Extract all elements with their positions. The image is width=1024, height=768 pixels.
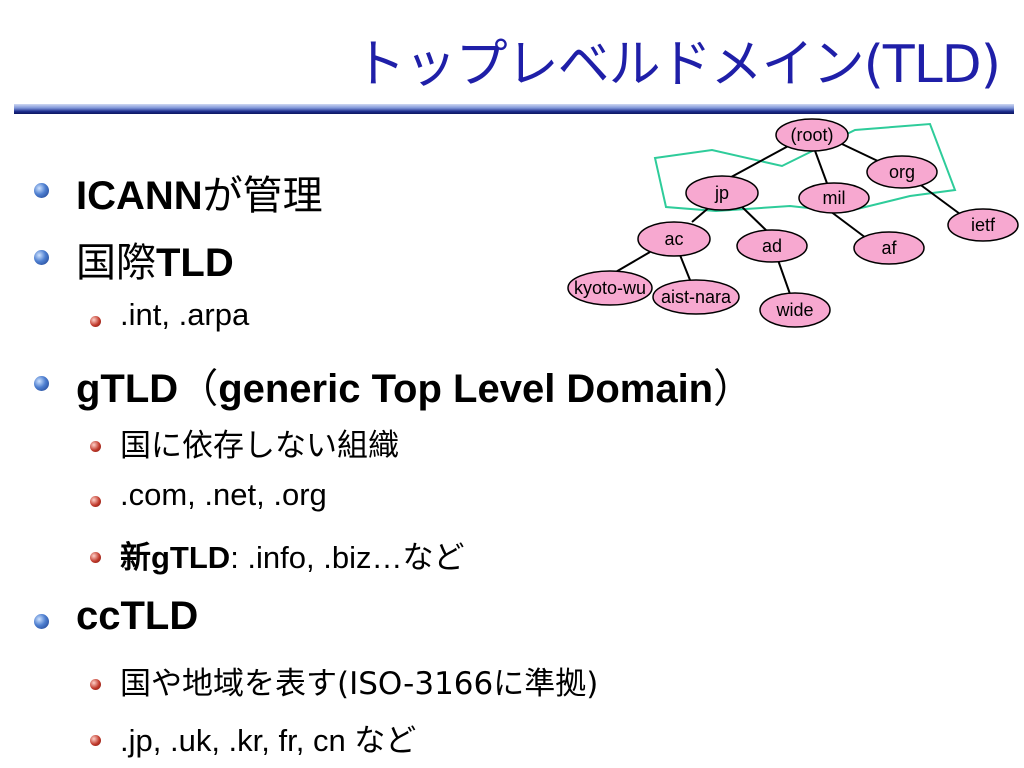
slide-title: トップレベルドメイン(TLD) — [353, 35, 1001, 95]
sub-bullet-icon — [90, 552, 101, 563]
new-gtld-prefix: 新 — [120, 540, 151, 576]
bullet-icann: ICANNが管理 — [76, 163, 323, 221]
tree-node-ac: ac — [637, 221, 711, 257]
tree-node-ad: ad — [736, 229, 808, 263]
gtld-expansion: generic Top Level Domain — [218, 367, 714, 411]
bullet-icon — [34, 250, 49, 265]
new-gtld-label: gTLD — [151, 540, 231, 575]
tree-node-wide: wide — [759, 292, 831, 328]
bullet-icon — [34, 614, 49, 629]
intl-tld: TLD — [156, 241, 234, 285]
tree-node-jp: jp — [685, 175, 759, 211]
cctld-desc: 国や地域を表す(ISO-3166に準拠) — [120, 666, 599, 702]
gtld-paren-close: ） — [713, 366, 754, 412]
bullet-cctld: ccTLD — [76, 594, 199, 638]
gtld-desc: 国に依存しない組織 — [120, 428, 399, 464]
sub-bullet-icon — [90, 496, 101, 507]
node-root-label: (root) — [790, 125, 833, 145]
node-ac-label: ac — [664, 229, 683, 249]
node-aist-label: aist-nara — [661, 287, 732, 307]
node-ietf-label: ietf — [971, 215, 996, 235]
cctld-examples: .jp, .uk, .kr, fr, cn など — [120, 723, 417, 758]
icann-label: ICANN — [76, 174, 203, 218]
gtld-label: gTLD — [76, 367, 179, 411]
node-ad-label: ad — [762, 236, 782, 256]
node-af-label: af — [881, 238, 897, 258]
node-org-label: org — [889, 162, 915, 182]
tree-node-ietf: ietf — [947, 208, 1019, 242]
bullet-gtld: gTLD（generic Top Level Domain） — [76, 356, 753, 414]
tree-node-aist: aist-nara — [652, 279, 740, 315]
intl-prefix: 国際 — [76, 240, 156, 286]
bullet-icon — [34, 376, 49, 391]
node-jp-label: jp — [714, 183, 729, 203]
tree-node-kyoto: kyoto-wu — [567, 270, 653, 306]
icann-suffix: が管理 — [202, 173, 323, 219]
intl-examples: .int, .arpa — [120, 297, 250, 332]
bullet-icon — [34, 183, 49, 198]
tree-node-root: (root) — [775, 118, 849, 152]
tree-node-org: org — [866, 155, 938, 189]
sub-bullet-icon — [90, 316, 101, 327]
tree-node-af: af — [853, 231, 925, 265]
tree-node-mil: mil — [798, 182, 870, 214]
gtld-examples: .com, .net, .org — [120, 477, 327, 512]
gtld-paren-open: （ — [178, 366, 219, 412]
new-gtld-rest: : .info, .biz…など — [230, 540, 465, 575]
sub-bullet-icon — [90, 679, 101, 690]
node-wide-label: wide — [775, 300, 813, 320]
sub-bullet-icon — [90, 735, 101, 746]
title-underline — [14, 104, 1014, 114]
node-kyoto-label: kyoto-wu — [574, 278, 646, 298]
bullet-intl-tld: 国際TLD — [76, 230, 234, 288]
new-gtld: 新gTLD: .info, .biz…など — [120, 532, 465, 577]
node-mil-label: mil — [823, 188, 846, 208]
sub-bullet-icon — [90, 441, 101, 452]
